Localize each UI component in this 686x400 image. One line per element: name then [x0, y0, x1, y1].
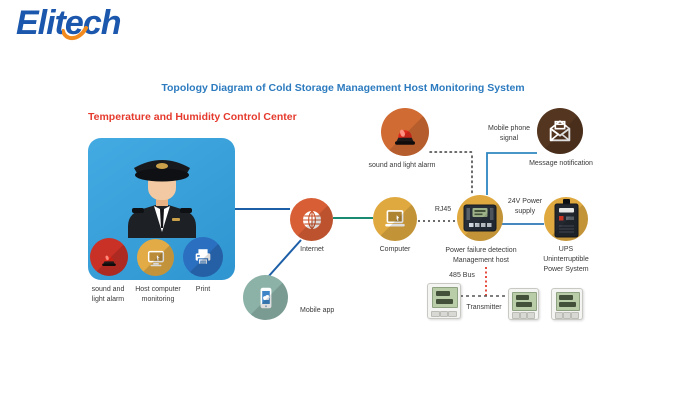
monitor-icon [147, 250, 164, 266]
label-print: Print [195, 286, 211, 293]
host-device-icon [463, 204, 497, 232]
node-management-host [457, 195, 503, 241]
label-alarm: sound and light alarm [368, 162, 436, 169]
box-monitor-circle [137, 239, 174, 276]
box-print-circle [183, 237, 223, 277]
label-mobile-app: Mobile app [300, 307, 335, 314]
transmitter-lcd [512, 292, 537, 311]
node-message-notification [537, 108, 583, 154]
node-mobile-app [243, 275, 288, 320]
box-alarm-circle [90, 238, 128, 276]
label-transmitter: Transmitter [466, 304, 502, 311]
label-computer: Computer [379, 246, 411, 253]
node-ups [544, 197, 588, 241]
logo-letter-e: e [61, 6, 88, 41]
printer-icon [195, 249, 211, 265]
logo-text-pre: Elit [16, 4, 66, 42]
transmitter-buttons [431, 310, 457, 318]
siren-icon [395, 129, 415, 145]
control-center-heading: Temperature and Humidity Control Center [88, 111, 297, 123]
envelope-icon [549, 120, 571, 142]
transmitter-buttons [511, 312, 536, 319]
label-rj45: RJ45 [434, 206, 452, 213]
label-message-notification: Message notification [529, 160, 593, 167]
transmitter-device-1 [427, 283, 461, 319]
globe-icon [302, 210, 321, 229]
pilot-avatar-icon [127, 160, 196, 238]
laptop-icon [385, 210, 405, 227]
node-internet [290, 198, 333, 241]
label-host-computer-monitoring: Host computer monitoring [135, 286, 181, 303]
label-ups: UPS Uninterruptible Power System [543, 246, 589, 273]
node-computer [373, 197, 417, 241]
label-485-bus: 485 Bus [449, 272, 475, 279]
line-alarm-host [429, 151, 473, 194]
page-title: Topology Diagram of Cold Storage Managem… [161, 82, 525, 94]
node-sound-light-alarm [381, 108, 429, 156]
label-24v-power-supply: 24V Power supply [507, 198, 543, 215]
siren-icon [102, 255, 116, 266]
transmitter-device-3 [551, 288, 583, 320]
transmitter-device-2 [508, 288, 539, 320]
label-sound-light-alarm: sound and light alarm [91, 286, 125, 303]
smartphone-icon [260, 287, 271, 308]
ups-device-icon [554, 199, 579, 238]
control-center-box [88, 138, 235, 280]
label-management-host: Power failure detection Management host [445, 247, 517, 264]
transmitter-buttons [555, 312, 579, 319]
label-mobile-phone-signal: Mobile phone signal [487, 125, 531, 142]
logo-text-post: ch [82, 4, 122, 42]
transmitter-lcd [555, 292, 581, 311]
label-internet: Internet [300, 246, 324, 253]
transmitter-lcd [431, 287, 459, 309]
